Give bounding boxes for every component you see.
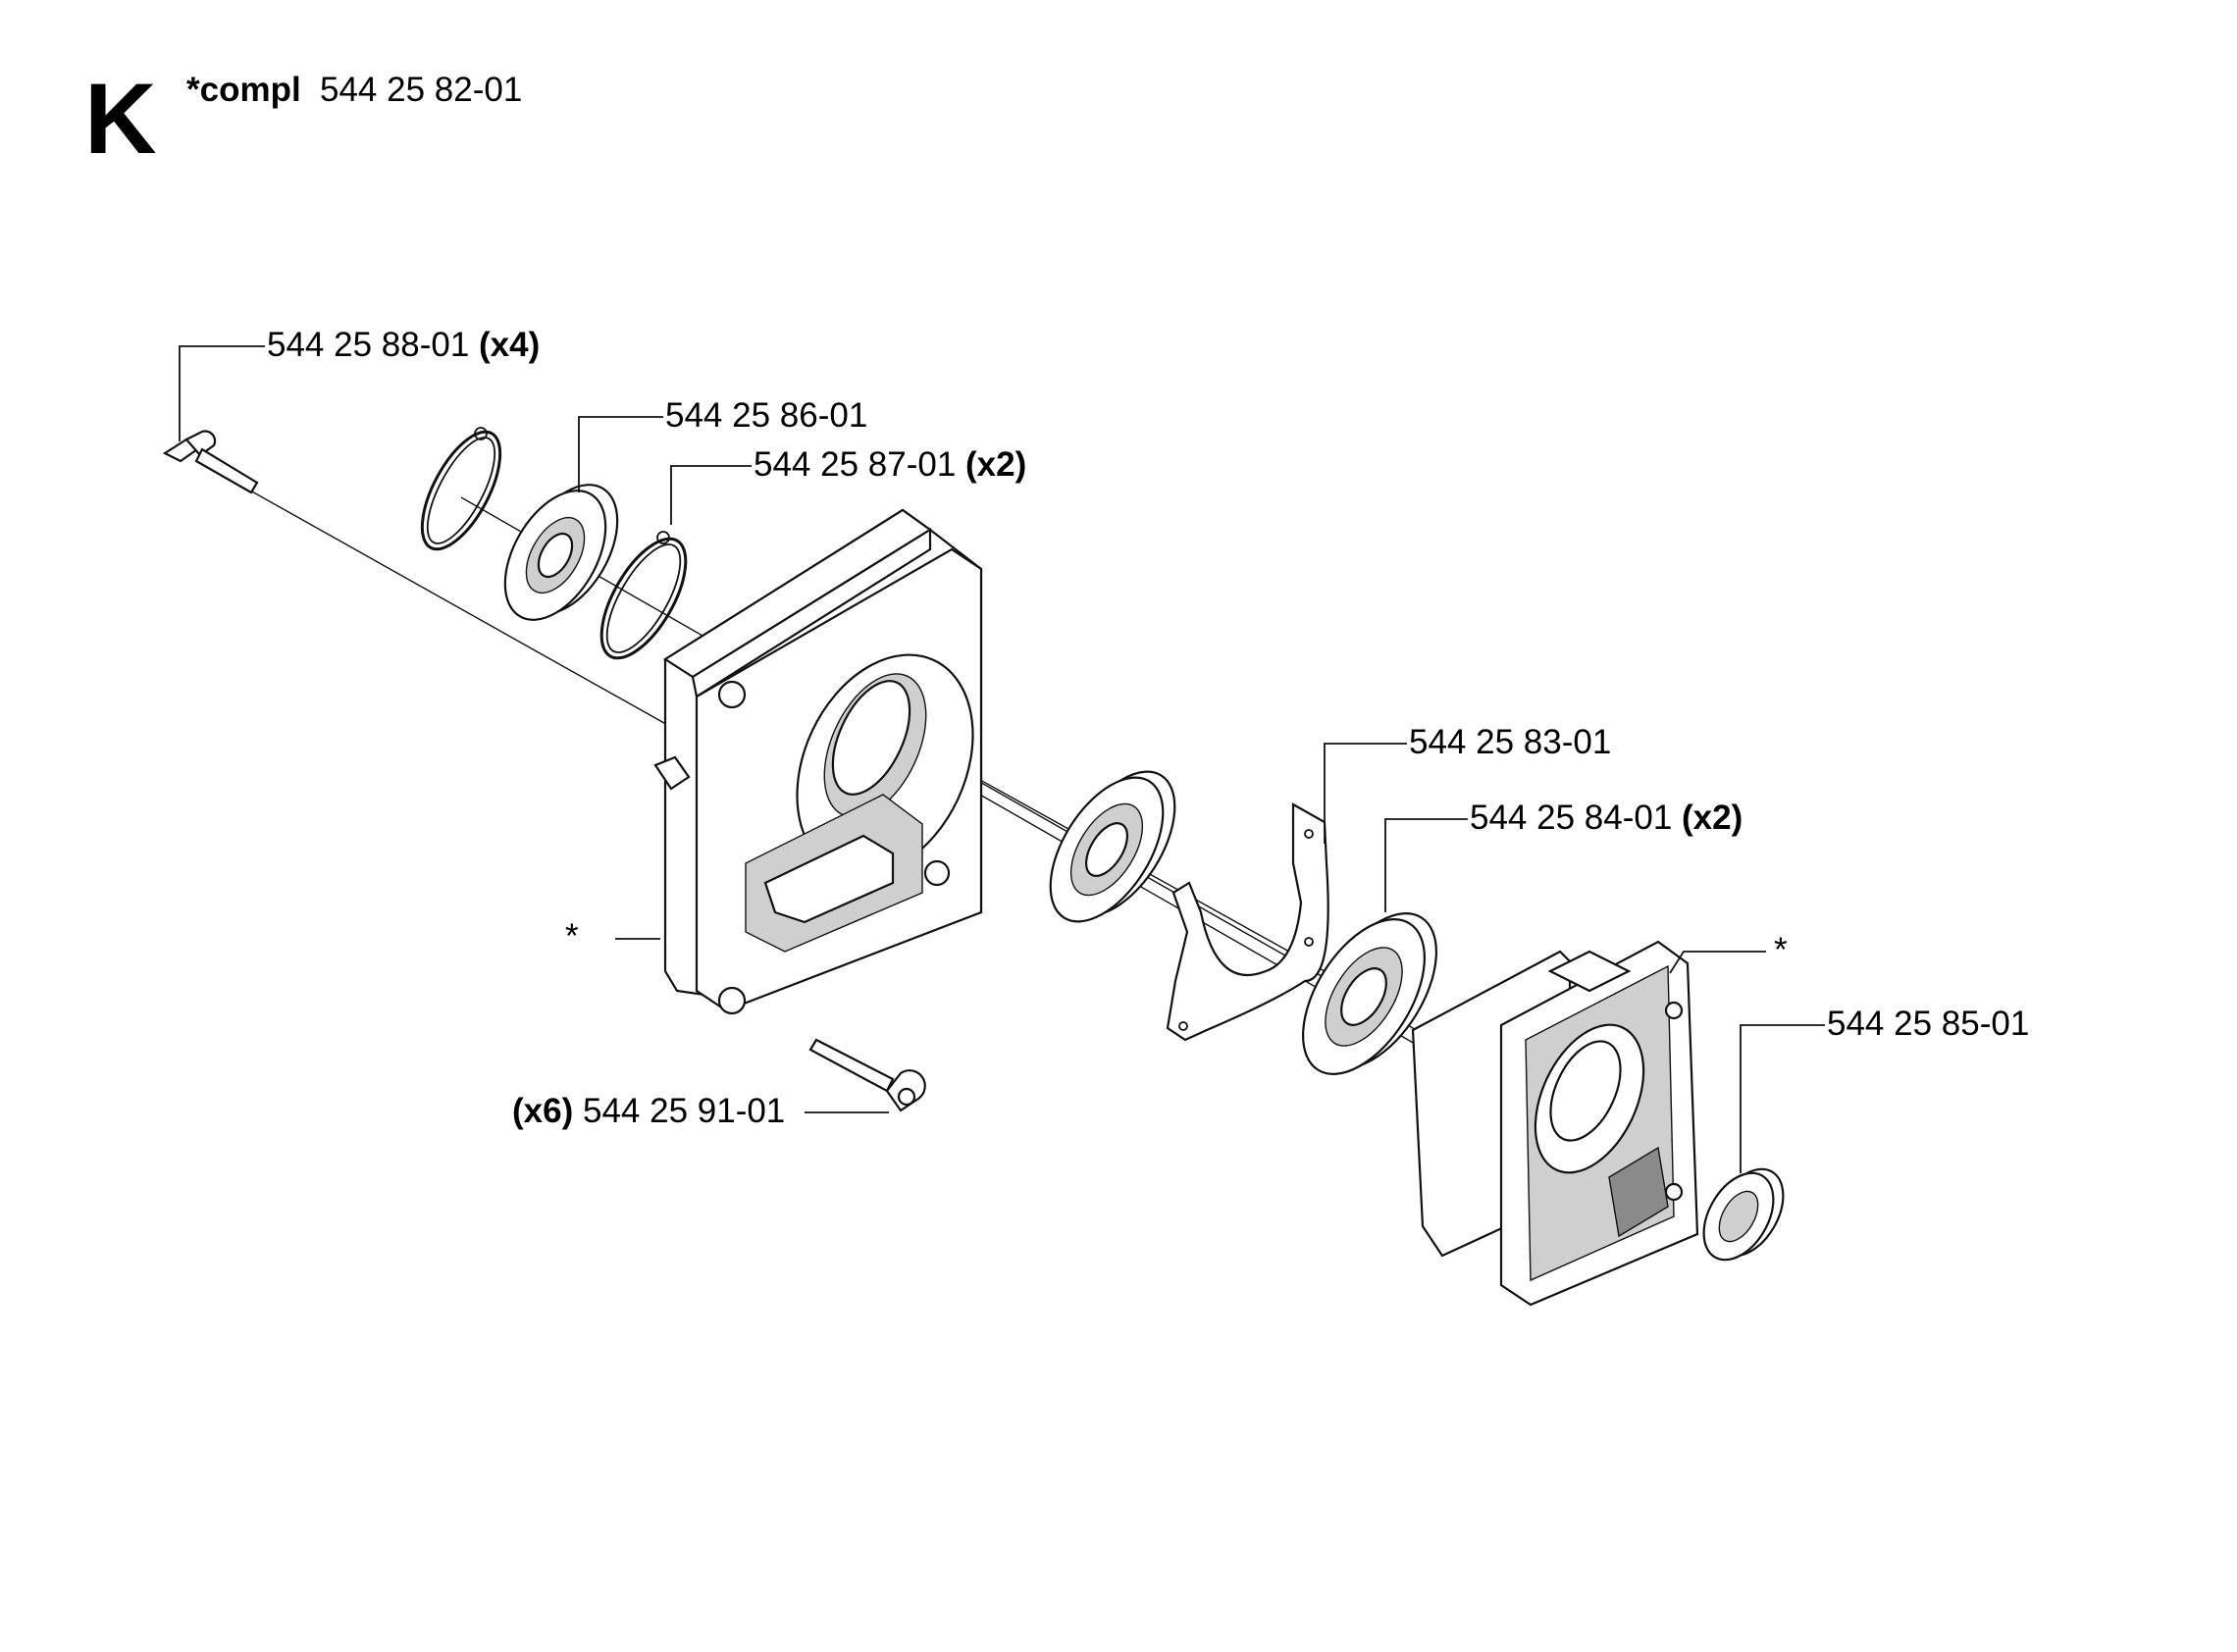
bearing-left [503, 484, 619, 621]
asterisk-right: * [1774, 931, 1788, 969]
oil-seal [1702, 1167, 1785, 1262]
label-544-25-88-01: 544 25 88-01 (x4) [267, 326, 540, 364]
circlip-left [420, 427, 502, 551]
bearing-middle [1049, 770, 1176, 923]
short-screw [808, 1038, 926, 1112]
label-544-25-86-01: 544 25 86-01 [665, 396, 867, 435]
compl-prefix: *compl [186, 71, 301, 109]
crankcase-right [1411, 940, 1699, 1307]
circlip-right [599, 531, 688, 660]
asterisk-left: * [565, 917, 579, 955]
long-screw [162, 430, 259, 494]
label-544-25-85-01: 544 25 85-01 [1827, 1005, 2029, 1043]
crankcase-left [653, 508, 983, 1015]
section-letter: K [84, 63, 157, 175]
label-544-25-84-01: 544 25 84-01 (x2) [1470, 799, 1743, 837]
leader-lines [179, 345, 1825, 1173]
label-544-25-87-01: 544 25 87-01 (x2) [754, 445, 1026, 484]
gasket [1166, 802, 1329, 1042]
label-544-25-83-01: 544 25 83-01 [1409, 723, 1611, 761]
label-544-25-91-01: (x6) 544 25 91-01 [512, 1092, 785, 1130]
bearing-right [1301, 912, 1438, 1075]
compl-number: 544 25 82-01 [320, 71, 522, 109]
